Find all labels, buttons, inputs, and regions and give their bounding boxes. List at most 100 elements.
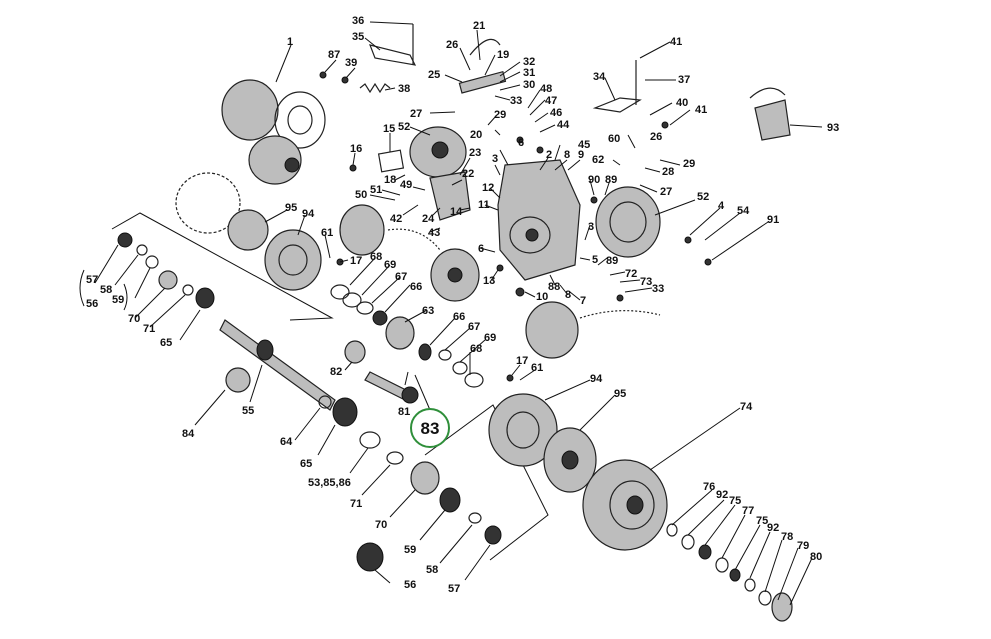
- small-bolts: [319, 71, 712, 382]
- label-71b: 71: [350, 498, 362, 510]
- belt-right: [579, 310, 661, 319]
- label-24: 24: [422, 213, 435, 225]
- label-69: 69: [384, 259, 396, 271]
- label-67: 67: [395, 271, 407, 283]
- label-95b: 95: [614, 388, 626, 400]
- label-90: 90: [588, 174, 600, 186]
- label-74: 74: [740, 401, 753, 413]
- callout-83-label: 83: [421, 419, 440, 438]
- label-69b: 69: [484, 332, 496, 344]
- part-15-plate: [377, 149, 405, 173]
- label-65b: 65: [300, 458, 312, 470]
- label-77: 77: [742, 505, 754, 517]
- part-52-bell-housing-right: [595, 186, 661, 258]
- label-39: 39: [345, 57, 357, 69]
- label-54: 54: [737, 205, 750, 217]
- lower-right-stack: [666, 523, 793, 622]
- label-76: 76: [703, 481, 715, 493]
- label-44: 44: [557, 119, 570, 131]
- part-63-gear: [385, 316, 432, 361]
- label-88: 88: [548, 281, 560, 293]
- lower-left-stack: [356, 431, 502, 572]
- part-94-plate-lower: [488, 393, 558, 467]
- label-27: 27: [410, 108, 422, 120]
- label-13: 13: [483, 275, 495, 287]
- label-42: 42: [390, 213, 402, 225]
- label-75: 75: [729, 495, 741, 507]
- label-14: 14: [450, 206, 463, 218]
- part-94-pressure-plate: [264, 229, 322, 291]
- label-30: 30: [523, 79, 535, 91]
- label-48: 48: [540, 83, 552, 95]
- label-11: 11: [478, 199, 490, 211]
- label-73: 73: [640, 276, 652, 288]
- label-12: 12: [482, 182, 494, 194]
- label-6: 6: [518, 137, 524, 149]
- label-87: 87: [328, 49, 340, 61]
- label-6b: 6: [478, 243, 484, 255]
- label-78: 78: [781, 531, 793, 543]
- label-35: 35: [352, 31, 364, 43]
- label-27b: 27: [660, 186, 672, 198]
- label-19: 19: [497, 49, 509, 61]
- label-94b: 94: [590, 373, 603, 385]
- label-82: 82: [330, 366, 342, 378]
- part-52-cover: [409, 126, 467, 178]
- label-55: 55: [242, 405, 254, 417]
- label-29b: 29: [683, 158, 695, 170]
- label-57: 57: [86, 274, 98, 286]
- label-68b: 68: [470, 343, 482, 355]
- part-34-lever: [592, 60, 642, 113]
- label-33b: 33: [652, 283, 664, 295]
- label-9: 9: [578, 149, 584, 161]
- callout-83-ring[interactable]: [410, 408, 450, 448]
- callout-83-leader: [414, 374, 431, 411]
- label-22: 22: [462, 168, 474, 180]
- label-59: 59: [112, 294, 124, 306]
- part-95-flywheel-outline: [175, 172, 269, 251]
- label-67b: 67: [468, 321, 480, 333]
- label-59b: 59: [404, 544, 416, 556]
- label-52: 52: [398, 121, 410, 133]
- leader-lines: [94, 21, 823, 606]
- label-79: 79: [797, 540, 809, 552]
- label-52b: 52: [697, 191, 709, 203]
- label-46: 46: [550, 107, 562, 119]
- label-25: 25: [428, 69, 440, 81]
- label-28: 28: [662, 166, 674, 178]
- label-80: 80: [810, 551, 822, 563]
- label-93: 93: [827, 122, 839, 134]
- clutch-disc-center: [339, 204, 480, 302]
- label-92b: 92: [767, 522, 779, 534]
- label-23: 23: [469, 147, 481, 159]
- label-8b: 8: [565, 289, 571, 301]
- label-3: 3: [492, 153, 498, 165]
- label-64: 64: [280, 436, 293, 448]
- label-37: 37: [678, 74, 690, 86]
- label-75b: 75: [756, 515, 768, 527]
- label-18: 18: [384, 174, 396, 186]
- part-84-gear: [225, 367, 251, 393]
- part-21-spring: [458, 38, 507, 94]
- label-66b: 66: [453, 311, 465, 323]
- label-29: 29: [494, 109, 506, 121]
- label-62: 62: [592, 154, 604, 166]
- label-66: 66: [410, 281, 422, 293]
- part-pulley-center: [525, 301, 579, 359]
- label-1: 1: [287, 36, 293, 48]
- label-89: 89: [605, 174, 617, 186]
- part-55-main-shaft: [219, 319, 336, 411]
- label-53-85-86: 53,85,86: [308, 477, 351, 489]
- label-56: 56: [86, 298, 98, 310]
- label-60: 60: [608, 133, 620, 145]
- part-95-disc-lower: [543, 427, 597, 493]
- label-94: 94: [302, 208, 315, 220]
- label-45: 45: [578, 139, 590, 151]
- label-58b: 58: [426, 564, 438, 576]
- label-92: 92: [716, 489, 728, 501]
- label-58: 58: [100, 284, 112, 296]
- label-41: 41: [670, 36, 682, 48]
- left-small-parts: [117, 232, 215, 309]
